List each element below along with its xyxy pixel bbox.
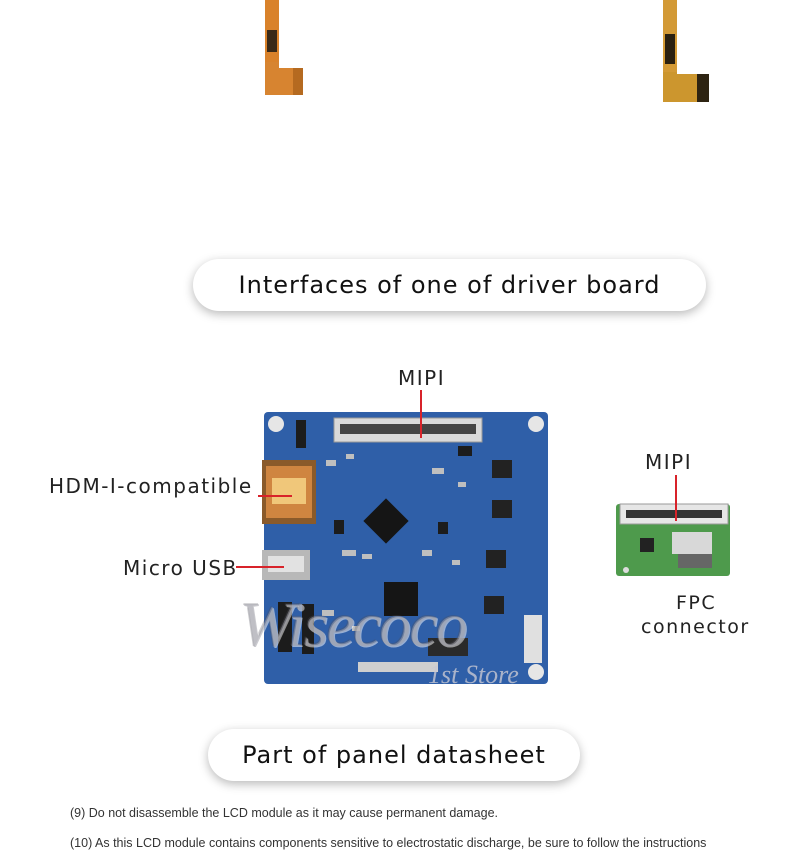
driver-board (262, 412, 548, 684)
callout-hdmi: HDM-I-compatible (49, 474, 253, 498)
section-banner-interfaces: Interfaces of one of driver board (193, 259, 706, 311)
callout-mipi-main: MIPI (398, 366, 446, 390)
callout-micro-usb: Micro USB (123, 556, 238, 580)
leader-line-mipi-main (420, 390, 422, 438)
leader-line-hdmi (258, 495, 292, 497)
datasheet-note-10: (10) As this LCD module contains compone… (70, 836, 707, 850)
callout-fpc-line1: FPC (676, 592, 717, 614)
section-title-datasheet: Part of panel datasheet (242, 741, 546, 769)
fpc-cable-right (663, 0, 709, 102)
fpc-cable-left (265, 0, 303, 95)
leader-line-mipi-fpc (675, 475, 677, 521)
fpc-adapter-board (616, 503, 730, 576)
callout-fpc-line2: connector (641, 616, 750, 638)
leader-line-micro-usb (236, 566, 284, 568)
section-title-interfaces: Interfaces of one of driver board (238, 271, 661, 299)
section-banner-datasheet: Part of panel datasheet (208, 729, 580, 781)
callout-mipi-fpc: MIPI (645, 450, 693, 474)
datasheet-note-9: (9) Do not disassemble the LCD module as… (70, 806, 498, 820)
